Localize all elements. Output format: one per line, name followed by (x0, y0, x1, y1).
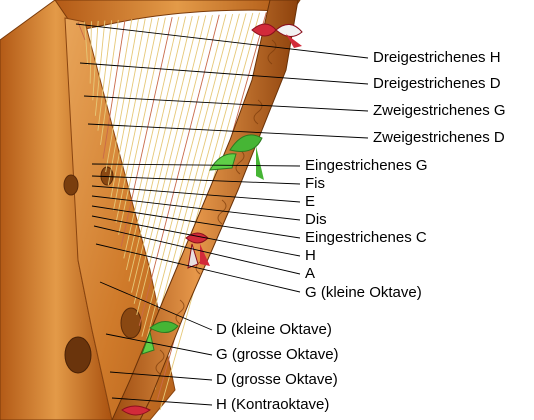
harp-string (141, 14, 227, 337)
leader-line (111, 397, 213, 406)
label-zweigestrichenes-d: Zweigestrichenes D (373, 129, 505, 146)
leader-line (105, 333, 213, 356)
harp-string (107, 18, 139, 186)
harp-string (138, 14, 220, 326)
leader-line (91, 185, 301, 203)
harp-string (97, 20, 113, 131)
harp-string (125, 16, 187, 271)
leader-line (83, 95, 369, 112)
leader-line (109, 371, 213, 381)
sound-hole (64, 336, 92, 374)
sound-hole (63, 174, 79, 196)
harp-string (113, 18, 153, 211)
harp-string (110, 18, 146, 198)
harp-string (118, 17, 166, 235)
harp-string (120, 17, 173, 247)
ribbon-green-lower (141, 321, 179, 355)
ribbon-red-top (251, 23, 303, 48)
leader-line (91, 195, 301, 221)
leader-line (91, 175, 301, 185)
harp-string (144, 13, 234, 348)
label-g-grosse-oktave: G (grosse Oktave) (216, 346, 339, 363)
label-dreigestrichenes-h: Dreigestrichenes H (373, 49, 501, 66)
label-fis: Fis (305, 175, 325, 192)
harp-string (146, 13, 240, 359)
harp-string (102, 19, 126, 159)
harp-string (105, 19, 133, 173)
label-dis: Dis (305, 211, 327, 228)
label-h-kontraoktave: H (Kontraoktave) (216, 396, 330, 413)
leader-line (91, 215, 301, 257)
label-g-kleine-oktave: G (kleine Oktave) (305, 284, 422, 301)
leader-line (87, 123, 369, 139)
leader-line (75, 23, 369, 59)
leader-line (91, 205, 301, 239)
harp-string (94, 20, 106, 116)
leader-lines (75, 23, 369, 406)
leader-line (99, 281, 213, 331)
label-dreigestrichenes-d: Dreigestrichenes D (373, 75, 501, 92)
label-e: E (305, 193, 316, 210)
leader-line (95, 243, 301, 293)
harp-string (131, 15, 200, 293)
harp-string (77, 21, 86, 41)
ribbon-red-bottom (121, 405, 151, 416)
label-eingestrichenes-g: Eingestrichenes G (305, 157, 428, 174)
harp-string (123, 16, 180, 259)
sound-hole (120, 307, 142, 339)
harp-string (115, 17, 160, 223)
ribbon-green-upper (209, 134, 264, 180)
leader-line (93, 225, 301, 275)
label-h: H (305, 247, 316, 264)
harp-string (92, 20, 99, 101)
harp-string (128, 16, 193, 282)
label-zweigestrichenes-g: Zweigestrichenes G (373, 102, 506, 119)
harp-string (100, 19, 119, 145)
leader-line (91, 163, 301, 167)
harp-string (84, 21, 89, 66)
harp-string (89, 21, 92, 84)
label-eingestrichenes-c: Eingestrichenes C (305, 229, 427, 246)
label-d-grosse-oktave: D (grosse Oktave) (216, 371, 338, 388)
leader-line (79, 62, 369, 85)
label-d-kleine-oktave: D (kleine Oktave) (216, 321, 332, 338)
label-a: A (305, 265, 316, 282)
